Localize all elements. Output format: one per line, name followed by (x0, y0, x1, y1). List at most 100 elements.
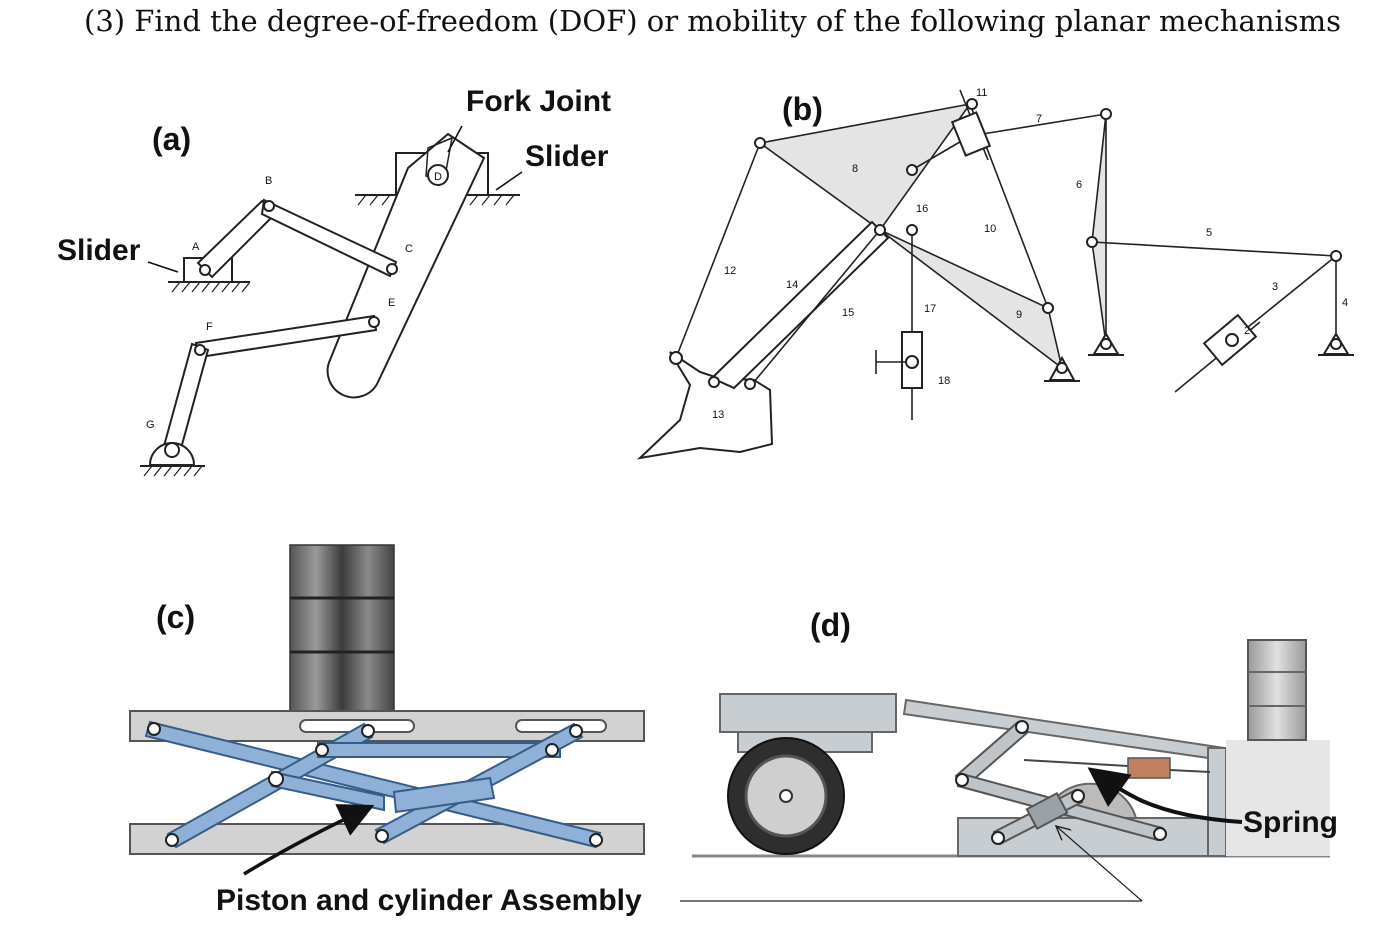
link-3 (1231, 255, 1337, 341)
callout-spring-arrow (1087, 767, 1243, 824)
link-label-12: 12 (724, 265, 736, 277)
pin-b-8 (1100, 108, 1112, 120)
pin-b-9 (1086, 236, 1098, 248)
link-5 (1091, 241, 1337, 257)
pin-b-11 (1330, 250, 1342, 262)
pin-b-2 (874, 224, 886, 236)
link-14-15 (710, 220, 890, 390)
joint-label-f: F (206, 321, 213, 333)
pin-b-14 (905, 355, 919, 369)
link-8 (758, 102, 972, 232)
callout-fork-joint-leader (447, 125, 463, 153)
pin-c (386, 263, 398, 275)
link-label-17: 17 (924, 303, 936, 315)
joint-label-e: E (388, 297, 395, 309)
link-label-15: 15 (842, 307, 854, 319)
panel-c: (c) Piston and cylinder Assembly (129, 544, 1142, 917)
link-label-8: 8 (852, 163, 858, 175)
pin-c-6 (268, 771, 284, 787)
pin-d-4 (991, 831, 1005, 845)
pin-b-1 (754, 137, 766, 149)
pin-e (368, 316, 380, 328)
pin-b-4 (906, 164, 918, 176)
slider-11 (950, 111, 992, 157)
cylinder-c (392, 776, 496, 814)
panel-a: (a) (57, 85, 611, 477)
tilt-platform (902, 698, 1226, 762)
pin-b-10 (1100, 338, 1112, 350)
link-bc (260, 198, 398, 278)
link-15-thin (753, 229, 881, 383)
callout-slider-left-leader (147, 261, 179, 273)
link-label-7: 7 (1036, 113, 1042, 125)
pin-b-6 (1042, 302, 1054, 314)
link-label-10: 10 (984, 223, 996, 235)
pin-c-4 (315, 743, 329, 757)
ledge-d (1226, 740, 1330, 856)
spring-coil (1127, 757, 1171, 779)
pin-c-9 (589, 833, 603, 847)
callout-slider-right: Slider (525, 140, 609, 173)
link-label-18: 18 (938, 375, 950, 387)
cylinder-d (1025, 791, 1069, 831)
link-12 (675, 142, 761, 359)
callout-spring: Spring (1243, 806, 1338, 839)
right-wall-d (1207, 747, 1227, 857)
pin-f (194, 344, 206, 356)
link-7 (969, 113, 1107, 137)
pin-b (263, 200, 275, 212)
link-label-11: 11 (976, 87, 987, 99)
link-label-9: 9 (1016, 309, 1022, 321)
link-gf (162, 342, 210, 454)
callout-piston: Piston and cylinder Assembly (216, 884, 642, 917)
barrel-c (289, 544, 395, 712)
pin-d (427, 164, 449, 186)
pin-c-1 (147, 722, 161, 736)
panel-b: (b) (636, 87, 1354, 460)
pin-b-7 (1056, 362, 1068, 374)
pin-b-17 (744, 378, 756, 390)
pin-c-7 (165, 833, 179, 847)
panel-c-label: (c) (156, 599, 195, 635)
link-label-6: 6 (1076, 179, 1082, 191)
barrel-d (1247, 639, 1307, 741)
link-label-16: 16 (916, 203, 928, 215)
joint-label-c: C (405, 243, 413, 255)
pin-c-2 (361, 724, 375, 738)
link-label-5: 5 (1206, 227, 1212, 239)
pin-c-5 (545, 743, 559, 757)
link-label-3: 3 (1272, 281, 1278, 293)
pin-c-8 (375, 829, 389, 843)
panel-d-label: (d) (810, 607, 851, 643)
panel-d: (d) (692, 607, 1338, 902)
pin-g (164, 442, 180, 458)
pin-d-1 (1015, 720, 1029, 734)
pin-b-12 (1330, 338, 1342, 350)
pin-d-5 (1153, 827, 1167, 841)
pin-b-5 (966, 98, 978, 110)
pin-d-3 (1071, 789, 1085, 803)
joint-label-d: D (434, 171, 442, 183)
callout-piston-arrow (243, 804, 375, 876)
pin-a (199, 264, 211, 276)
callout-slider-right-leader (495, 171, 523, 191)
spring-rod-right (1169, 769, 1211, 773)
pin-c-3 (569, 724, 583, 738)
callout-piston-leader-d (1056, 826, 1143, 902)
pin-b-16 (708, 376, 720, 388)
link-6 (1091, 113, 1107, 345)
link-label-4: 4 (1342, 297, 1348, 309)
link-label-14: 14 (786, 279, 798, 291)
link-9 (879, 229, 1064, 370)
question-title: (3) Find the degree-of-freedom (DOF) or … (84, 4, 1342, 38)
joint-label-b: B (265, 175, 272, 187)
joint-label-a: A (192, 241, 200, 253)
pin-b-15 (669, 351, 683, 365)
link-label-13: 13 (712, 409, 724, 421)
pin-d-2 (955, 773, 969, 787)
truck-bed (719, 693, 897, 733)
pin-b-3 (906, 224, 918, 236)
joint-label-g: G (146, 419, 155, 431)
callout-fork-joint: Fork Joint (466, 85, 611, 118)
